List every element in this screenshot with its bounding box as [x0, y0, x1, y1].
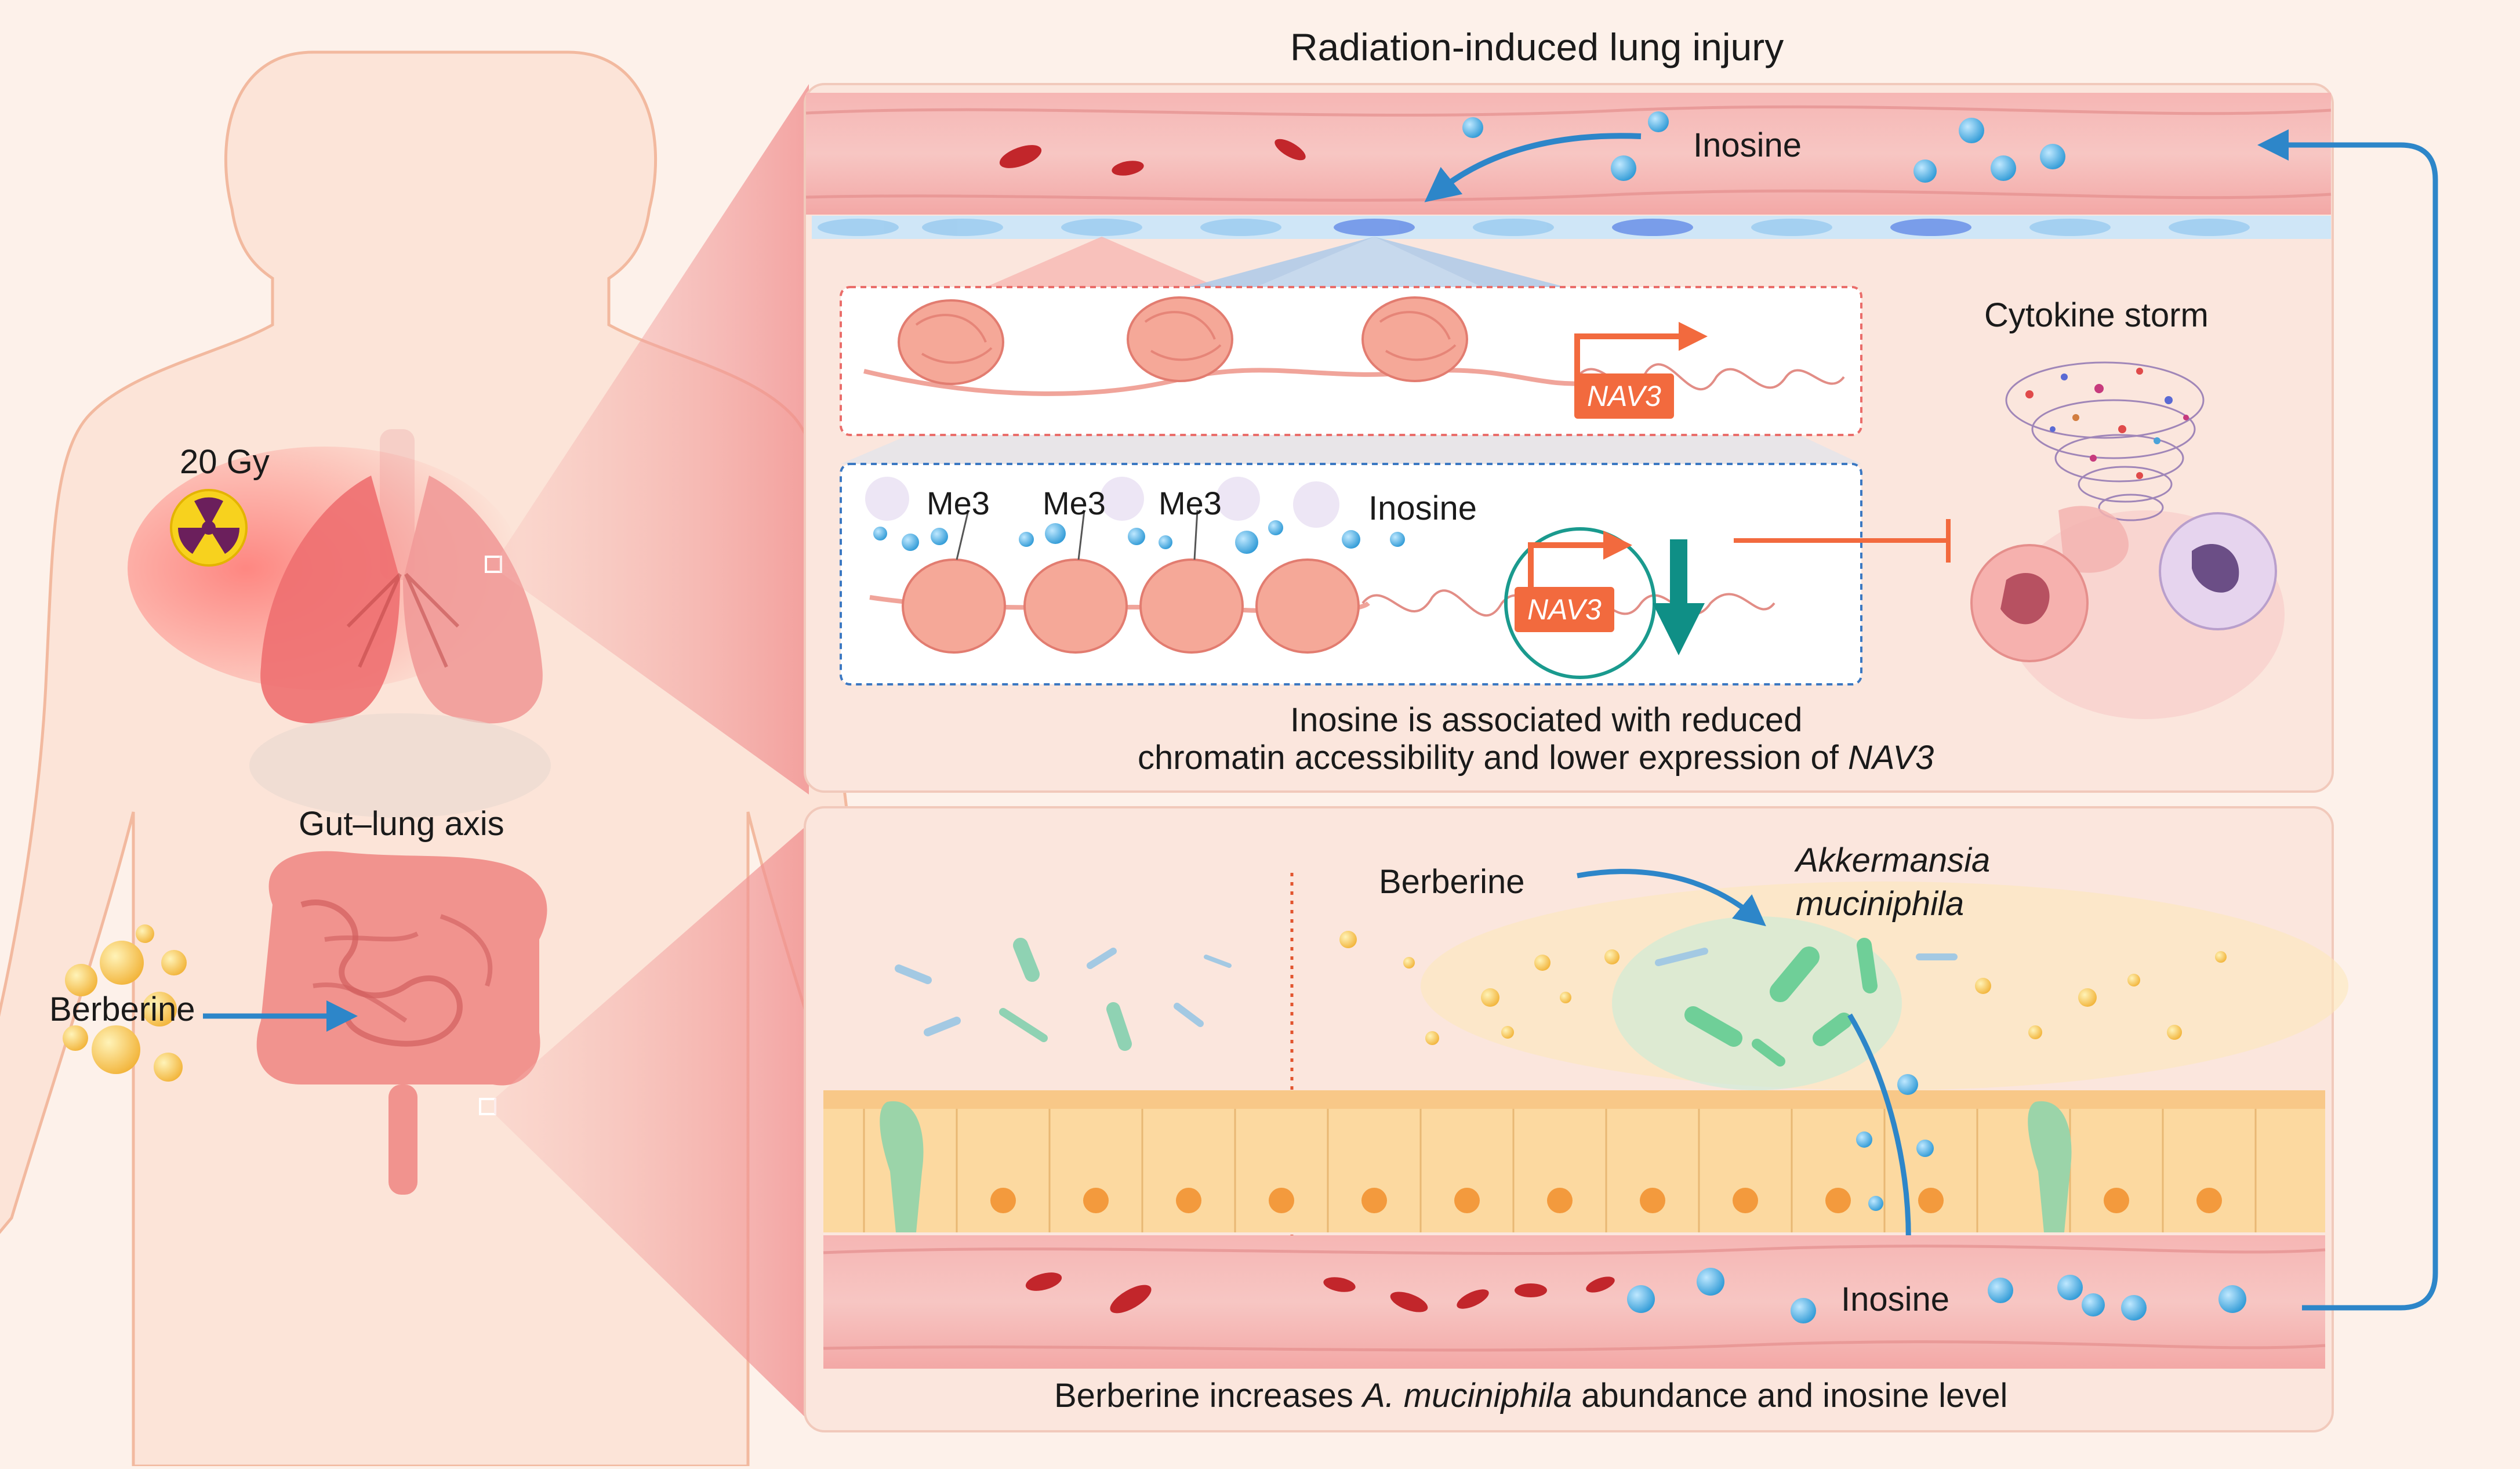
bacteria-left	[895, 938, 1232, 1051]
berberine-label-body: Berberine	[49, 991, 195, 1028]
cytokine-storm	[1970, 361, 2285, 719]
nav3-label-closed: NAV3	[1515, 587, 1614, 632]
cytokine-storm-label: Cytokine storm	[1984, 296, 2209, 334]
akkermansia-bacteria	[1655, 938, 1958, 1067]
down-arrow	[1653, 539, 1705, 655]
return-arrow	[2257, 129, 2438, 1311]
lung-panel	[804, 83, 2334, 793]
inosine-molecules-vessel	[1462, 111, 2065, 183]
me3-label-3: Me3	[1159, 485, 1222, 521]
inosine-label-gut: Inosine	[1841, 1281, 1950, 1318]
radiation-icon	[170, 489, 248, 567]
me3-label-2: Me3	[1043, 485, 1106, 521]
lung-caption-line1: Inosine is associated with reduced	[1290, 701, 1803, 739]
berberine-label-gut: Berberine	[1379, 863, 1525, 901]
berberine-particles-gut	[1339, 931, 2227, 1045]
red-blood-cells-gut	[1025, 1272, 1615, 1314]
gut-zoom-cone	[494, 824, 809, 1421]
gut-lung-axis-label: Gut–lung axis	[299, 805, 504, 843]
gut-caption: Berberine increases A. muciniphila abund…	[1054, 1379, 2007, 1413]
berberine-to-bacteria-arrow	[1577, 869, 1766, 927]
cell-nuclei	[990, 1188, 2222, 1213]
inosine-label-vessel: Inosine	[1693, 126, 1802, 164]
lung-caption-gene: NAV3	[1848, 739, 1934, 777]
closed-chromatin	[865, 477, 1775, 679]
me3-label-1: Me3	[927, 485, 990, 521]
berberine-cluster-body	[63, 924, 187, 1082]
left-lung	[260, 476, 400, 724]
gut-panel	[804, 806, 2348, 1432]
lung-caption-line2: chromatin accessibility and lower expres…	[1138, 741, 1934, 775]
inosine-molecules-gut	[1856, 1074, 1934, 1211]
inosine-label-chromatin: Inosine	[1368, 489, 1477, 527]
dose-label: 20 Gy	[180, 443, 270, 481]
lung-caption-text: chromatin accessibility and lower expres…	[1138, 739, 1848, 777]
gut-caption-prefix: Berberine increases	[1054, 1377, 1363, 1414]
open-chromatin	[863, 296, 1845, 396]
right-lung	[403, 476, 543, 724]
gut-epithelium	[823, 1090, 2325, 1232]
inosine-molecules-gut-vessel	[1627, 1268, 2246, 1323]
nav3-label-open: NAV3	[1574, 373, 1674, 419]
lung-zoom-cone	[499, 84, 809, 795]
figure-title: Radiation-induced lung injury	[1290, 26, 1784, 68]
inosine-molecules-chromatin	[873, 520, 1405, 554]
gut-caption-suffix: abundance and inosine level	[1572, 1377, 2008, 1414]
inosine-entry-arrow	[1424, 133, 1642, 202]
gut-caption-species: A. muciniphila	[1362, 1377, 1573, 1414]
goblet-cells	[880, 1101, 2072, 1232]
inosine-flow-arrow	[1847, 1013, 1925, 1280]
akkermansia-label-line1: Akkermansia	[1796, 841, 1991, 879]
akkermansia-label-line2: muciniphila	[1796, 885, 1965, 923]
